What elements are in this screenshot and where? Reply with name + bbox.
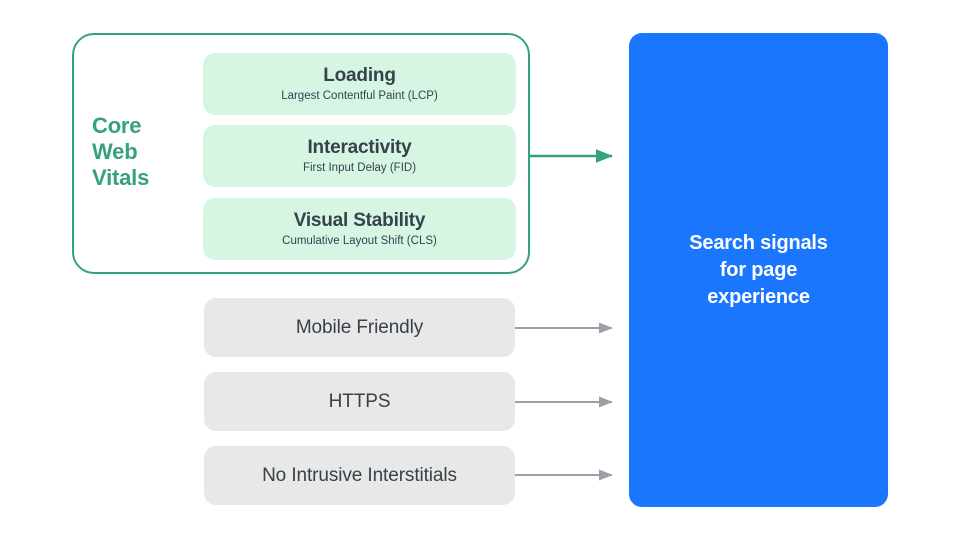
search-signals-line-3: experience xyxy=(707,285,810,308)
signal-card-label: HTTPS xyxy=(328,390,391,412)
metric-title: Visual Stability xyxy=(293,210,426,231)
signal-card-no-intrusive-interstitials: No Intrusive Interstitials xyxy=(204,446,515,505)
signal-card-mobile-friendly: Mobile Friendly xyxy=(204,298,515,357)
metric-subtitle: Largest Contentful Paint (LCP) xyxy=(281,90,438,102)
metric-card-visual-stability: Visual Stability Cumulative Layout Shift… xyxy=(203,198,516,260)
search-signals-line-1: Search signals xyxy=(689,231,828,254)
core-web-vitals-label-line-3: Vitals xyxy=(92,165,150,190)
core-web-vitals-label-line-2: Web xyxy=(92,139,138,164)
core-web-vitals-label-line-1: Core xyxy=(92,113,142,138)
search-signals-panel-text: Search signals for page experience xyxy=(673,230,843,311)
metric-card-loading: Loading Largest Contentful Paint (LCP) xyxy=(203,53,516,115)
metric-title: Interactivity xyxy=(307,137,412,158)
metric-subtitle: Cumulative Layout Shift (CLS) xyxy=(282,235,437,247)
signal-card-label: No Intrusive Interstitials xyxy=(262,464,457,486)
search-signals-panel: Search signals for page experience xyxy=(629,33,888,507)
search-signals-line-2: for page xyxy=(719,258,798,281)
core-web-vitals-group xyxy=(72,33,530,274)
metric-subtitle: First Input Delay (FID) xyxy=(302,162,417,174)
metric-title: Loading xyxy=(323,65,396,86)
signal-card-https: HTTPS xyxy=(204,372,515,431)
signal-card-label: Mobile Friendly xyxy=(295,316,424,338)
metric-card-interactivity: Interactivity First Input Delay (FID) xyxy=(203,125,516,187)
core-web-vitals-label: Core Web Vitals xyxy=(92,113,192,191)
